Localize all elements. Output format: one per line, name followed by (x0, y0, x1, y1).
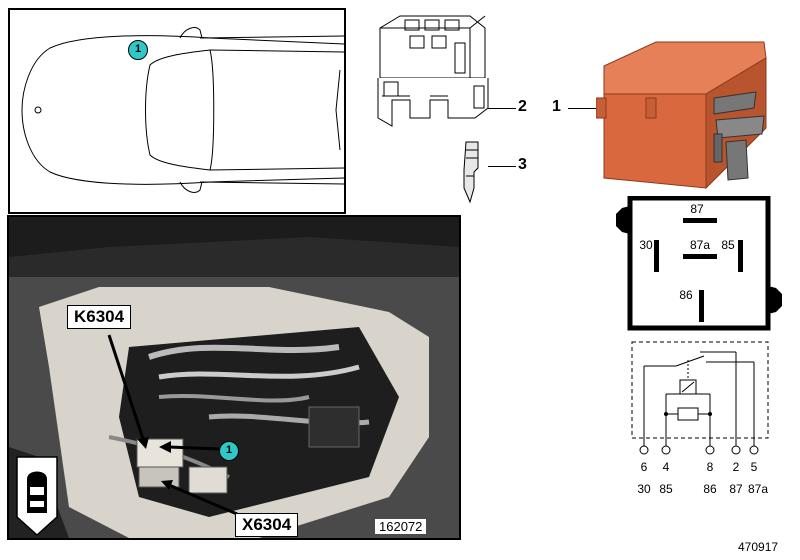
pin-30-label: 30 (639, 238, 653, 252)
photo-reference-number: 162072 (375, 519, 427, 534)
schematic-pin-6: 6 (640, 460, 648, 474)
pin-85-label: 85 (721, 238, 735, 252)
location-marker: 1 (128, 40, 148, 60)
installation-photo (9, 217, 459, 538)
pin-87-label: 87 (690, 202, 704, 216)
schematic-terminal-85: 85 (659, 482, 673, 496)
socket-callout: 2 (518, 98, 527, 115)
k6304-label: K6304 (67, 305, 132, 329)
photo-location-marker: 1 (219, 441, 239, 461)
relay-callout: 1 (552, 98, 561, 115)
relay-pinout-diagram: 87 30 87a 85 86 (606, 195, 786, 341)
relay-schematic (626, 340, 772, 461)
schematic-pin-5: 5 (750, 460, 758, 474)
diagram-reference-number: 470917 (738, 540, 779, 554)
schematic-terminal-30: 30 (637, 482, 651, 496)
terminal-drawing (458, 140, 488, 209)
pin-87a-label: 87a (689, 238, 711, 252)
schematic-terminal-87: 87 (729, 482, 743, 496)
schematic-terminal-86: 86 (703, 482, 717, 496)
schematic-terminal-87a: 87a (747, 482, 769, 496)
x6304-label: X6304 (235, 513, 299, 537)
vehicle-location-panel: 1 (8, 8, 346, 214)
installation-photo-panel: K6304 X6304 162072 1 (7, 215, 461, 540)
schematic-pin-8: 8 (706, 460, 714, 474)
pin-86-label: 86 (679, 288, 693, 302)
relay-drawing (595, 38, 786, 203)
car-outline (21, 27, 345, 193)
schematic-pin-4: 4 (662, 460, 670, 474)
terminal-callout: 3 (518, 156, 527, 173)
schematic-pin-2: 2 (732, 460, 740, 474)
relay-socket-drawing (370, 8, 500, 143)
